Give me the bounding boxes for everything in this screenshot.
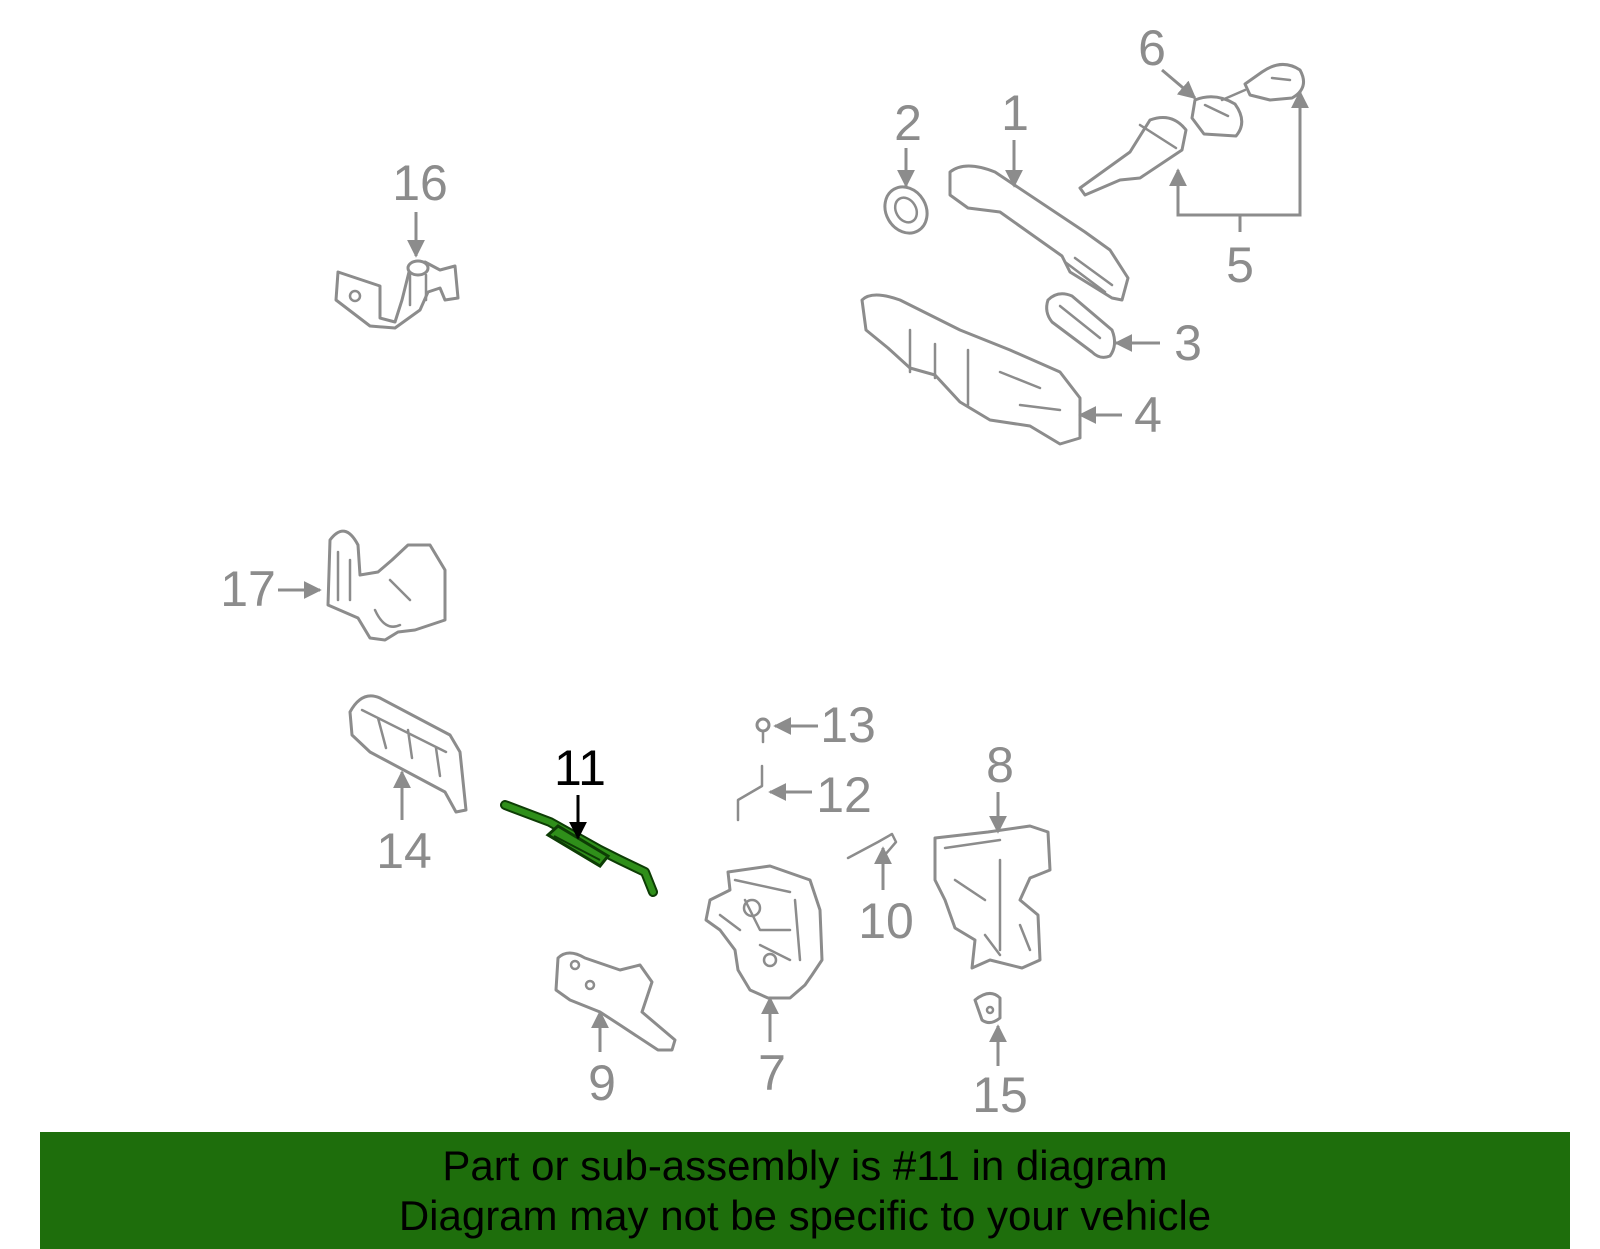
callout-10: 10 <box>858 893 914 949</box>
callout-12: 12 <box>816 767 872 823</box>
callout-2: 2 <box>894 95 922 151</box>
banner-line-1: Part or sub-assembly is #11 in diagram <box>442 1141 1168 1189</box>
part-8-lock-bracket[interactable] <box>933 824 1052 970</box>
callout-17: 17 <box>220 561 276 617</box>
part-10-clip[interactable] <box>846 832 898 860</box>
callout-11: 11 <box>554 740 606 796</box>
callout-6: 6 <box>1138 20 1166 76</box>
part-3-handle-seal[interactable] <box>1045 292 1117 359</box>
part-4-handle-carrier[interactable] <box>860 293 1082 446</box>
callout-7: 7 <box>758 1045 786 1101</box>
callout-14: 14 <box>376 823 432 879</box>
part-17-hinge[interactable] <box>326 529 447 642</box>
part-12-rod[interactable] <box>736 764 764 822</box>
part-1-outside-handle[interactable] <box>948 164 1130 302</box>
callout-9: 9 <box>588 1055 616 1111</box>
part-11-rod-highlighted[interactable] <box>500 800 658 897</box>
info-banner: Part or sub-assembly is #11 in diagram D… <box>40 1132 1570 1249</box>
part-7-door-latch[interactable] <box>704 864 824 1000</box>
part-15-plug[interactable] <box>973 992 1002 1025</box>
banner-line-2: Diagram may not be specific to your vehi… <box>398 1191 1212 1239</box>
part-6-lock-cap[interactable] <box>1190 95 1244 138</box>
callout-1: 1 <box>1001 85 1029 141</box>
part-2-grommet[interactable] <box>877 179 936 241</box>
callout-15: 15 <box>972 1067 1028 1123</box>
callout-16: 16 <box>392 155 448 211</box>
part-9-bracket[interactable] <box>554 951 677 1052</box>
part-14-inside-handle[interactable] <box>348 694 468 814</box>
arrow-5a <box>1169 168 1242 232</box>
part-16-hinge[interactable] <box>334 259 460 330</box>
arrow-6 <box>1161 68 1197 100</box>
part-13-clip[interactable] <box>755 717 771 744</box>
callout-8: 8 <box>986 737 1014 793</box>
callout-5: 5 <box>1226 237 1254 293</box>
arrow-5b <box>1240 90 1309 217</box>
callout-13: 13 <box>820 697 876 753</box>
part-5-lock-cylinder-key[interactable] <box>1078 63 1306 197</box>
callout-4: 4 <box>1134 387 1162 443</box>
callout-3: 3 <box>1174 315 1202 371</box>
